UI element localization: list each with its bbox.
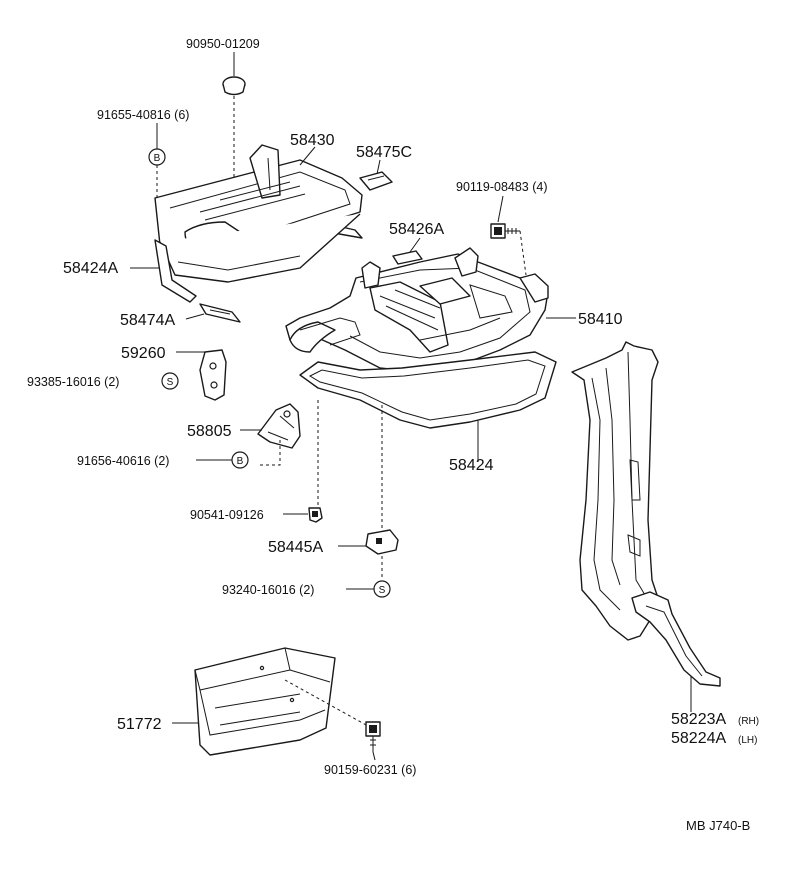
bolt-90119: [490, 223, 520, 239]
label-58475C: 58475C: [356, 144, 412, 161]
svg-text:B: B: [154, 153, 161, 164]
leader-58475C: [376, 159, 381, 175]
label-90159: 90159-60231 (6): [324, 763, 416, 777]
leader-58426A: [409, 237, 421, 253]
label-58223A: 58223A: [671, 711, 726, 728]
label-58805: 58805: [187, 423, 232, 440]
clip-58426A: [392, 250, 423, 265]
label-51772: 51772: [117, 716, 162, 733]
svg-text:S: S: [167, 377, 174, 388]
label-58224A-side: (LH): [738, 735, 757, 746]
bracket-59260: [199, 349, 227, 401]
box-51772: [194, 647, 336, 756]
clip-58475C: [359, 171, 393, 191]
label-59260: 59260: [121, 345, 166, 362]
label-58410: 58410: [578, 311, 623, 328]
frame-58424: [299, 351, 557, 429]
leader-58474A: [185, 313, 205, 320]
bolt-symbol-91655: B: [148, 148, 166, 166]
rail-58424A: [154, 239, 197, 303]
label-90541: 90541-09126: [190, 508, 264, 522]
svg-text:S: S: [379, 585, 386, 596]
label-90119: 90119-08483 (4): [456, 180, 548, 194]
label-90950: 90950-01209: [186, 37, 260, 51]
pillar-58223A: [571, 341, 721, 687]
clip-58474A: [199, 303, 241, 323]
label-93240: 93240-16016 (2): [222, 583, 314, 597]
dash-58805: [258, 440, 281, 466]
bracket-58410: [285, 247, 549, 373]
bracket-58805: [257, 403, 301, 449]
svg-text:B: B: [237, 456, 244, 467]
screw-symbol-93240: S: [373, 580, 391, 598]
label-58474A: 58474A: [120, 312, 175, 329]
leader-90119: [497, 195, 504, 223]
bolt-symbol-91656: B: [231, 451, 249, 469]
screw-symbol-93385: S: [161, 372, 179, 390]
diagram-code: MB J740-B: [686, 818, 750, 833]
label-58424A: 58424A: [63, 260, 118, 277]
label-58426A: 58426A: [389, 221, 444, 238]
bracket-58445A: [365, 529, 399, 555]
label-58430: 58430: [290, 132, 335, 149]
plug-90950: [222, 76, 246, 96]
label-93385: 93385-16016 (2): [27, 375, 119, 389]
label-91656: 91656-40616 (2): [77, 454, 169, 468]
leader-90159: [372, 751, 376, 761]
nut-90541: [308, 507, 323, 523]
dash-90119: [519, 230, 527, 276]
label-58424: 58424: [449, 457, 494, 474]
label-58224A: 58224A: [671, 730, 726, 747]
label-58223A-side: (RH): [738, 716, 759, 727]
dash-90159: [284, 679, 369, 727]
leader-58430: [299, 146, 316, 166]
bracket-58430: [154, 144, 363, 283]
label-91655: 91655-40816 (6): [97, 108, 189, 122]
screw-90159: [365, 721, 381, 752]
label-58445A: 58445A: [268, 539, 323, 556]
